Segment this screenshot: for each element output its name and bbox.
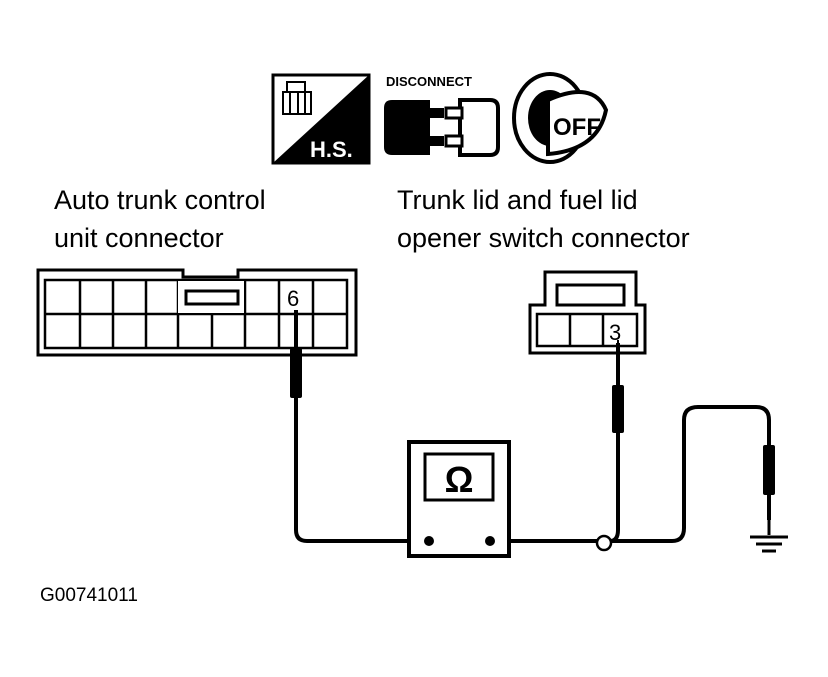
ohmmeter: Ω <box>407 440 511 558</box>
ignition-off-icon: OFF <box>512 72 609 164</box>
left-connector-label-line1: Auto trunk control <box>54 185 266 215</box>
right-pin-number: 3 <box>609 320 621 345</box>
ohm-symbol: Ω <box>445 459 474 500</box>
right-connector-label-line2: opener switch connector <box>397 223 690 253</box>
probe-tips <box>295 310 619 384</box>
auto-trunk-control-unit-connector: 6 <box>36 268 358 357</box>
left-connector-label-line2: unit connector <box>54 223 224 253</box>
meter-terminal-right <box>485 536 495 546</box>
disconnect-icon: DISCONNECT <box>384 74 500 157</box>
meter-terminal-left <box>424 536 434 546</box>
harness-service-icon: H.S. <box>271 73 371 165</box>
hs-label: H.S. <box>310 137 353 162</box>
figure-code: G00741011 <box>40 585 138 606</box>
ground-symbol <box>750 520 788 553</box>
disconnect-label: DISCONNECT <box>386 74 472 89</box>
trunk-lid-opener-switch-connector: 3 <box>528 270 647 355</box>
off-label: OFF <box>553 114 601 141</box>
right-connector-label-line1: Trunk lid and fuel lid <box>397 185 638 215</box>
probe-sleeves <box>290 348 775 495</box>
wire-junction <box>595 534 613 552</box>
left-pin-number: 6 <box>287 286 299 311</box>
